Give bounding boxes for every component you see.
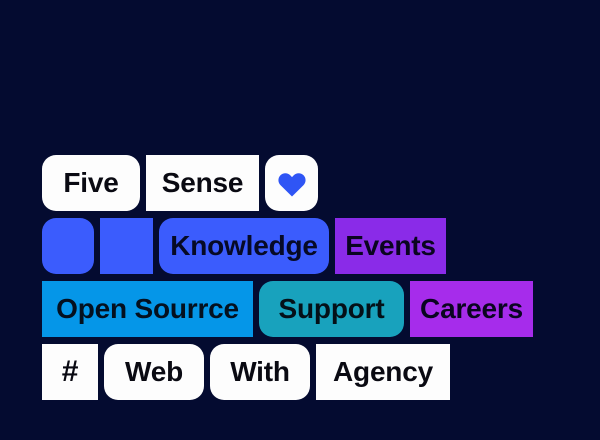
- tag-agency[interactable]: Agency: [316, 344, 450, 400]
- tag-label: Agency: [333, 356, 433, 387]
- tag-web[interactable]: Web: [104, 344, 204, 400]
- tag-label: Open Sourrce: [56, 293, 239, 324]
- tag-row: Knowledge Events: [42, 218, 558, 274]
- tag-label: Careers: [420, 293, 523, 324]
- tag-blank[interactable]: [42, 218, 94, 274]
- tag-label: Events: [345, 230, 436, 261]
- tag-events[interactable]: Events: [335, 218, 446, 274]
- tag-knowledge[interactable]: Knowledge: [159, 218, 329, 274]
- heart-icon: [277, 170, 307, 197]
- tag-label: Sense: [161, 167, 244, 198]
- tag-row: Open Sourrce Support Careers: [42, 281, 558, 337]
- tag-label: Knowledge: [170, 230, 318, 261]
- tag-careers[interactable]: Careers: [410, 281, 533, 337]
- tag-row: # Web With Agency: [42, 344, 558, 400]
- tag-label: #: [61, 355, 79, 388]
- tag-label: With: [230, 356, 290, 387]
- tag-with[interactable]: With: [210, 344, 310, 400]
- tag-support[interactable]: Support: [259, 281, 404, 337]
- tag-label: Web: [125, 356, 183, 387]
- tag-blank[interactable]: #: [42, 344, 98, 400]
- tag-five[interactable]: Five: [42, 155, 140, 211]
- tag-sense[interactable]: Sense: [146, 155, 259, 211]
- tag-heart-icon[interactable]: [265, 155, 318, 211]
- tag-blank[interactable]: [100, 218, 153, 274]
- tag-label: Support: [278, 293, 385, 324]
- tag-row: Five Sense: [42, 155, 558, 211]
- tag-open-sourrce[interactable]: Open Sourrce: [42, 281, 253, 337]
- tag-label: Five: [63, 167, 119, 198]
